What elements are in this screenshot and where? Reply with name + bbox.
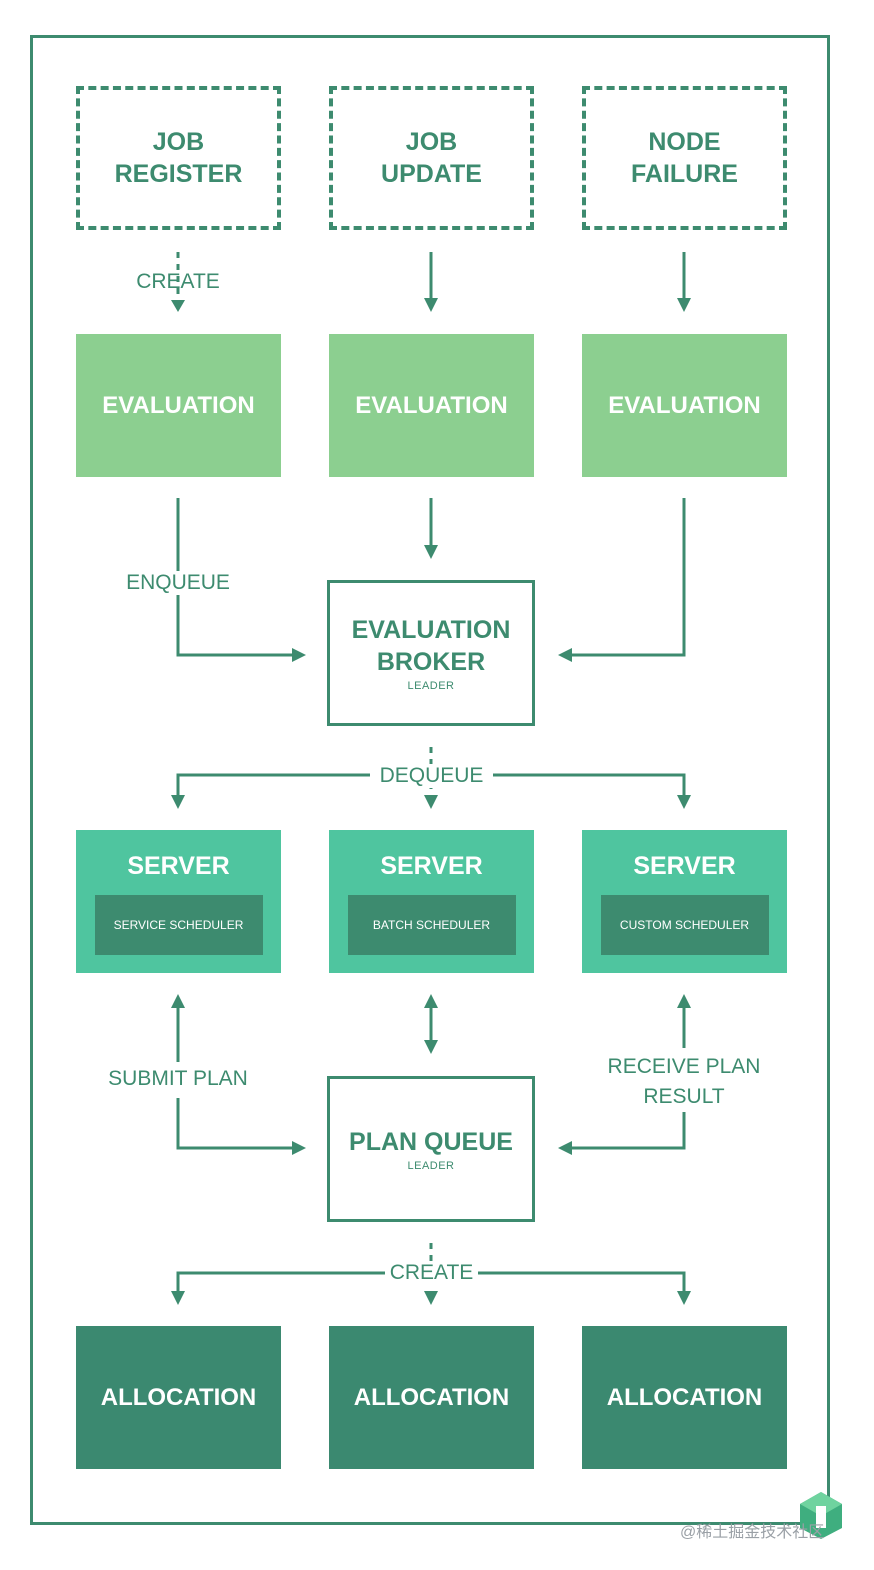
plan-queue-title: PLAN QUEUE xyxy=(349,1128,513,1156)
service-scheduler: SERVICE SCHEDULER xyxy=(94,895,263,955)
arrow-eval3-to-broker xyxy=(572,498,686,657)
arrow-dequeue-left xyxy=(176,773,370,795)
evaluation-box-3: EVALUATION xyxy=(582,334,787,477)
allocation-box-3: ALLOCATION xyxy=(582,1326,787,1469)
diagram-frame xyxy=(30,35,830,1525)
server-title: SERVER xyxy=(380,852,483,880)
allocation-box-1: ALLOCATION xyxy=(76,1326,281,1469)
trigger-job-register: JOB REGISTER xyxy=(76,86,281,230)
plan-queue-subtitle: LEADER xyxy=(407,1160,455,1172)
label-create-evaluation: CREATE xyxy=(136,270,220,293)
arrow-submit-plan xyxy=(176,1098,292,1150)
server-box-1: SERVER SERVICE SCHEDULER xyxy=(76,830,281,973)
trigger-node-failure: NODE FAILURE xyxy=(582,86,787,230)
server-box-2: SERVER BATCH SCHEDULER xyxy=(329,830,534,973)
label-enqueue: ENQUEUE xyxy=(108,571,248,595)
juejin-logo-icon xyxy=(800,1492,842,1539)
server-box-3: SERVER CUSTOM SCHEDULER xyxy=(582,830,787,973)
broker-title: EVALUATION BROKER xyxy=(351,616,511,676)
evaluation-box-1: EVALUATION xyxy=(76,334,281,477)
server-title: SERVER xyxy=(633,852,736,880)
server-title: SERVER xyxy=(127,852,230,880)
arrow-create-left xyxy=(176,1271,385,1291)
plan-queue: PLAN QUEUE LEADER xyxy=(327,1076,535,1222)
custom-scheduler: CUSTOM SCHEDULER xyxy=(600,895,769,955)
label-dequeue: DEQUEUE xyxy=(371,764,492,788)
arrow-dequeue-right xyxy=(493,773,686,795)
evaluation-broker: EVALUATION BROKER LEADER xyxy=(327,580,535,726)
label-create-allocation: CREATE xyxy=(385,1261,478,1285)
arrow-enqueue xyxy=(176,498,292,657)
arrow-create-right xyxy=(478,1271,686,1291)
allocation-box-2: ALLOCATION xyxy=(329,1326,534,1469)
arrow-receive-plan-result xyxy=(572,1112,686,1150)
label-receive-plan-result: RECEIVE PLAN RESULT xyxy=(594,1052,774,1112)
batch-scheduler: BATCH SCHEDULER xyxy=(347,895,516,955)
trigger-job-update: JOB UPDATE xyxy=(329,86,534,230)
evaluation-box-2: EVALUATION xyxy=(329,334,534,477)
broker-subtitle: LEADER xyxy=(407,680,455,692)
watermark-text: @稀土掘金技术社区 xyxy=(680,1524,825,1541)
label-submit-plan: SUBMIT PLAN xyxy=(88,1067,268,1091)
